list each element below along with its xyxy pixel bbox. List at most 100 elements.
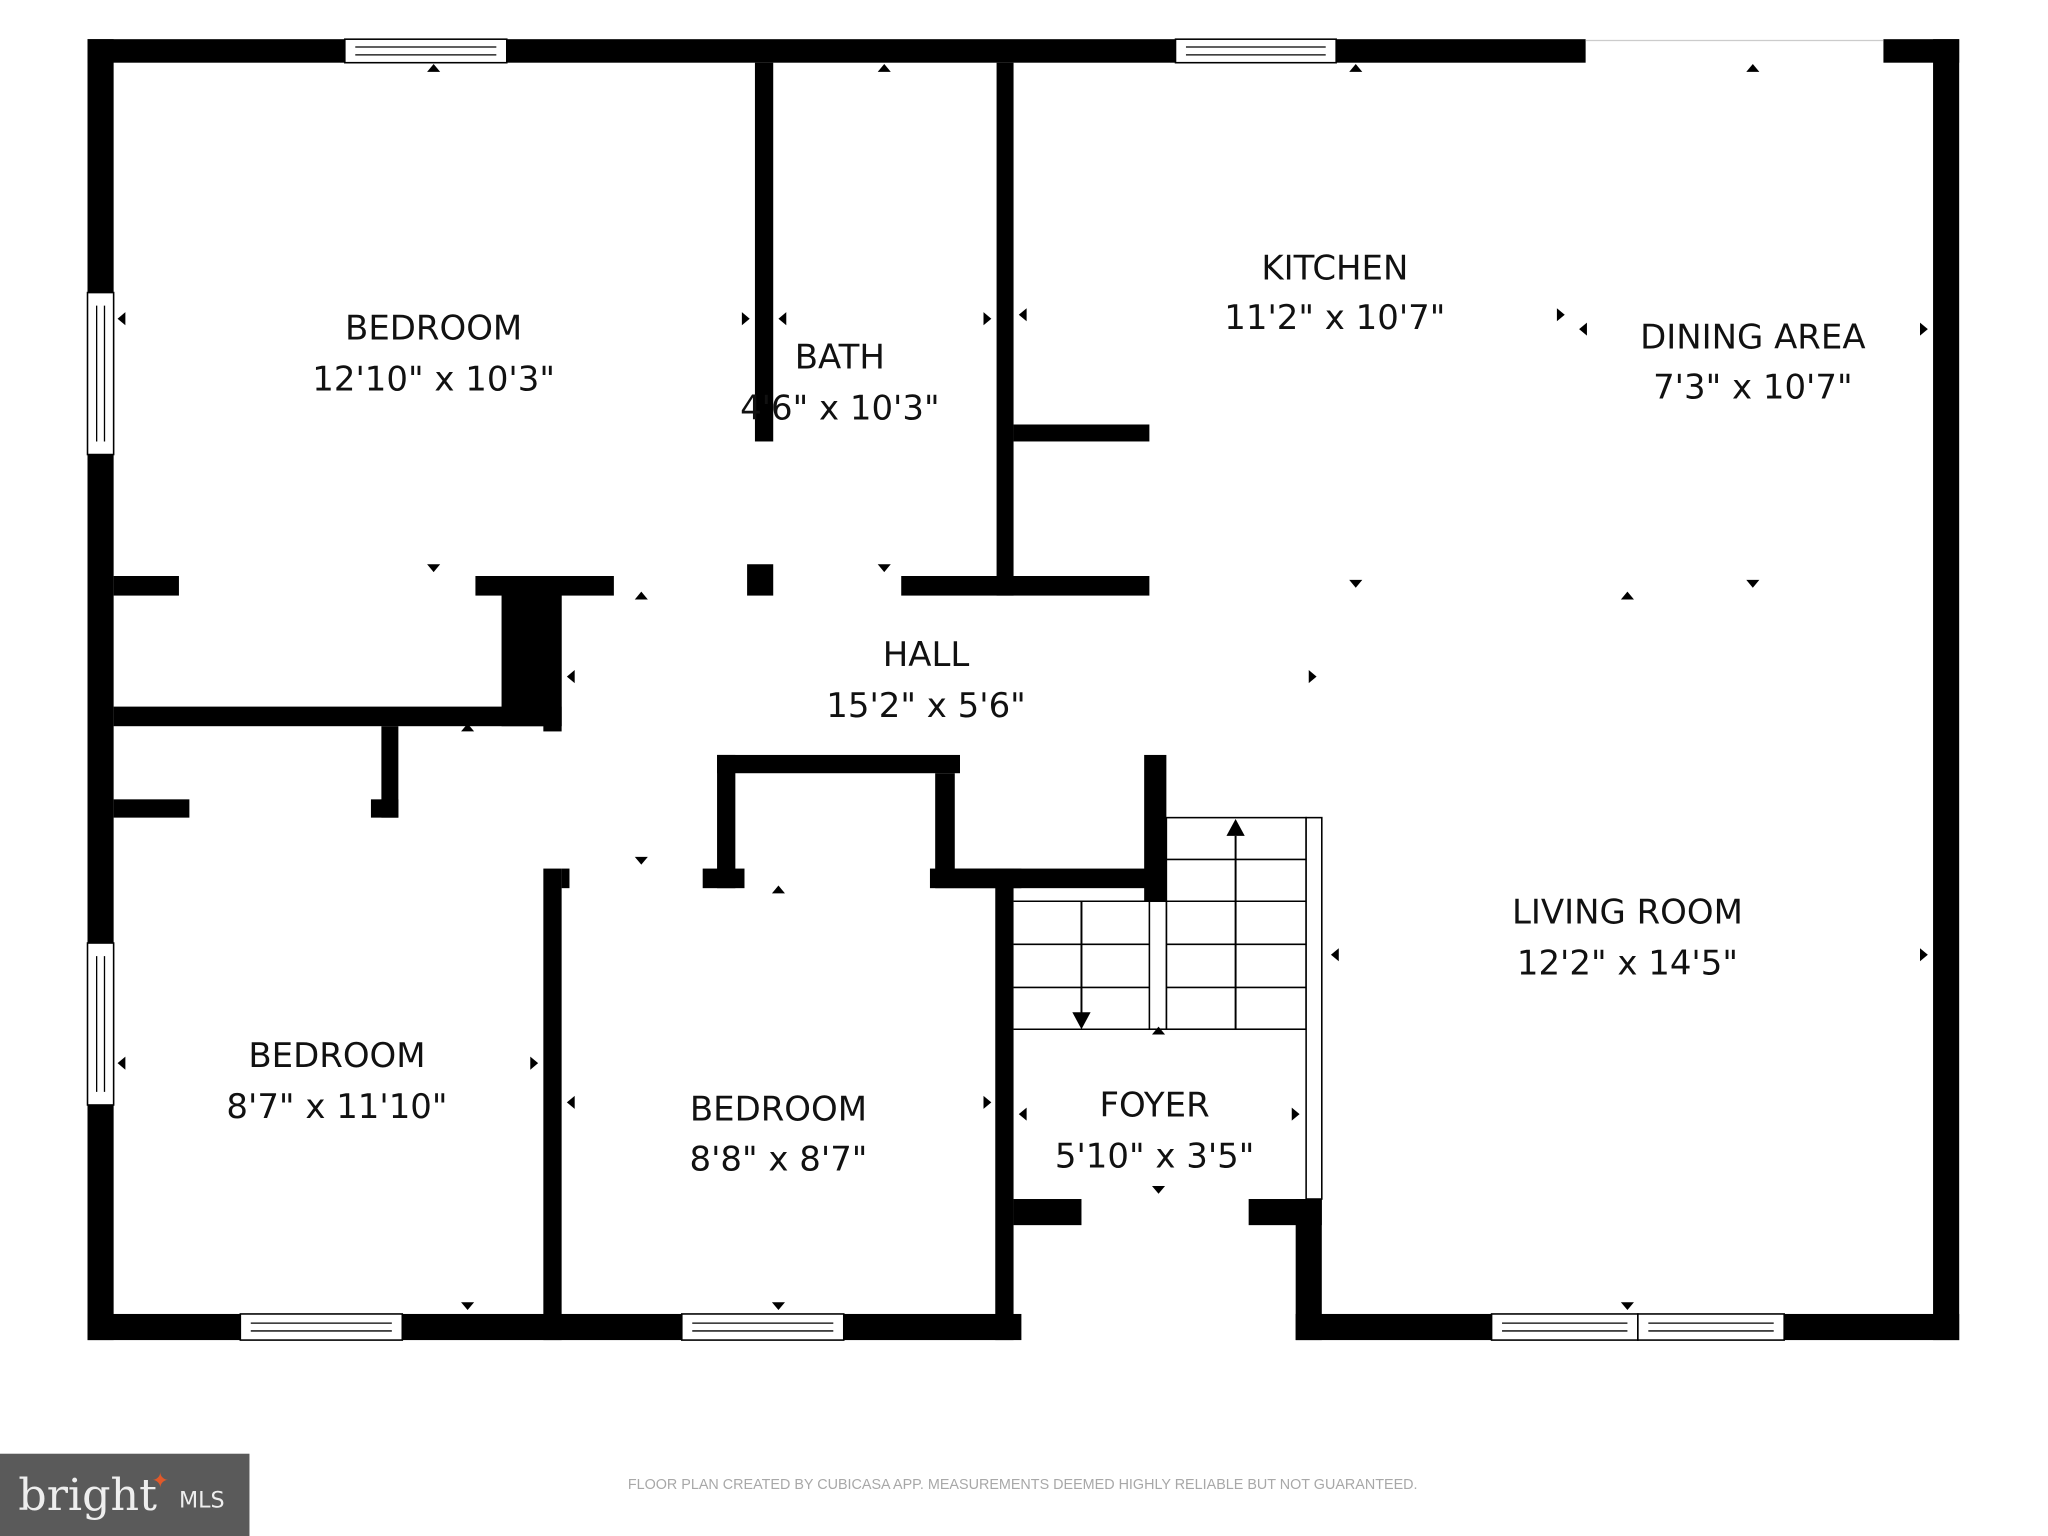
window [86,942,115,1106]
marker-right-icon [1920,322,1928,336]
logo-suffix: MLS [179,1487,225,1513]
marker-left-icon [1330,948,1339,962]
stair-railing [1148,900,1168,1031]
marker-up-icon [877,64,891,72]
stair-arrow-up-icon [1226,818,1245,836]
marker-left-icon [117,1056,126,1070]
marker-left-icon [778,312,787,326]
room-name: KITCHEN [1261,249,1408,289]
wall [843,1313,1022,1341]
wall [543,868,562,1341]
wall [506,39,1176,63]
wall [113,576,179,596]
wall [1295,1313,1492,1341]
marker-down-icon [427,564,441,573]
room-size: 15'2" x 5'6" [826,686,1026,726]
marker-left-icon [117,312,126,326]
logo-brand: bright [18,1470,157,1521]
room-size: 12'2" x 14'5" [1517,943,1738,983]
room-name: BEDROOM [690,1090,867,1130]
marker-right-icon [741,312,750,326]
marker-down-icon [1620,1302,1634,1311]
marker-down-icon [634,856,648,865]
window [86,291,115,456]
bright-mls-logo: bright ✦ MLS [0,1453,250,1536]
marker-left-icon [1579,322,1587,336]
room-bedroom-3: BEDROOM 8'8" x 8'7" [689,1090,867,1180]
marker-up-icon [1620,591,1634,600]
wall [1013,424,1150,442]
wall [717,754,960,774]
marker-left-icon [1018,308,1027,322]
marker-right-icon [983,1095,992,1109]
wall [113,706,562,727]
room-name: FOYER [1100,1086,1210,1126]
marker-down-icon [461,1302,475,1311]
marker-right-icon [1920,948,1928,962]
wall [1933,39,1960,1341]
room-kitchen: KITCHEN 11'2" x 10'7" [1224,249,1445,339]
wall [561,868,570,889]
room-size: 8'8" x 8'7" [689,1139,867,1179]
room-size: 11'2" x 10'7" [1224,298,1445,338]
room-bath: BATH 4'6" x 10'3" [740,337,940,428]
marker-down-icon [1746,579,1760,588]
window [1490,1313,1639,1341]
marker-down-icon [1152,1185,1166,1194]
window [344,38,508,64]
room-name: HALL [883,635,970,675]
windows [86,38,1884,1341]
window [681,1313,845,1341]
marker-up-icon [427,64,441,72]
window [1174,38,1337,64]
wall [381,726,399,818]
walls [87,39,1960,1341]
marker-right-icon [1308,670,1317,684]
wall [717,754,736,889]
wall [87,454,114,944]
wall [1295,1199,1322,1341]
room-name: BEDROOM [248,1036,425,1076]
room-foyer: FOYER 5'10" x 3'5" [1055,1086,1255,1177]
wall [754,62,774,442]
wall [901,576,1150,596]
wall [935,773,955,889]
room-name: BEDROOM [345,309,522,349]
wall [996,62,1014,596]
room-name: BATH [795,337,885,377]
marker-right-icon [530,1056,539,1070]
wall [1784,1313,1960,1341]
marker-down-icon [1349,579,1363,588]
marker-up-icon [771,885,785,894]
logo-star-icon: ✦ [152,1469,170,1493]
marker-up-icon [634,591,648,600]
staircase [1013,816,1323,1200]
marker-up-icon [1349,64,1363,72]
room-size: 12'10" x 10'3" [312,360,555,400]
room-size: 7'3" x 10'7" [1653,367,1853,407]
room-size: 5'10" x 3'5" [1055,1137,1255,1177]
marker-down-icon [877,564,891,573]
wall [1144,754,1167,902]
wall [747,564,774,596]
wall [87,1313,241,1341]
window [239,1313,404,1341]
marker-left-icon [566,1095,575,1109]
marker-left-icon [1018,1107,1027,1121]
wall [543,576,562,732]
marker-right-icon [983,312,992,326]
window [1637,1313,1785,1341]
marker-right-icon [1291,1107,1300,1121]
wall [402,1313,682,1341]
wall [1336,39,1586,63]
marker-down-icon [771,1302,785,1311]
wall [954,868,1167,889]
marker-right-icon [1556,308,1565,322]
wall [1013,1199,1082,1226]
room-dining-area: DINING AREA 7'3" x 10'7" [1640,318,1865,408]
room-living-room: LIVING ROOM 12'2" x 14'5" [1512,892,1743,983]
room-name: LIVING ROOM [1512,892,1743,932]
wall [995,868,1014,1341]
stair-railing [1305,816,1323,1200]
